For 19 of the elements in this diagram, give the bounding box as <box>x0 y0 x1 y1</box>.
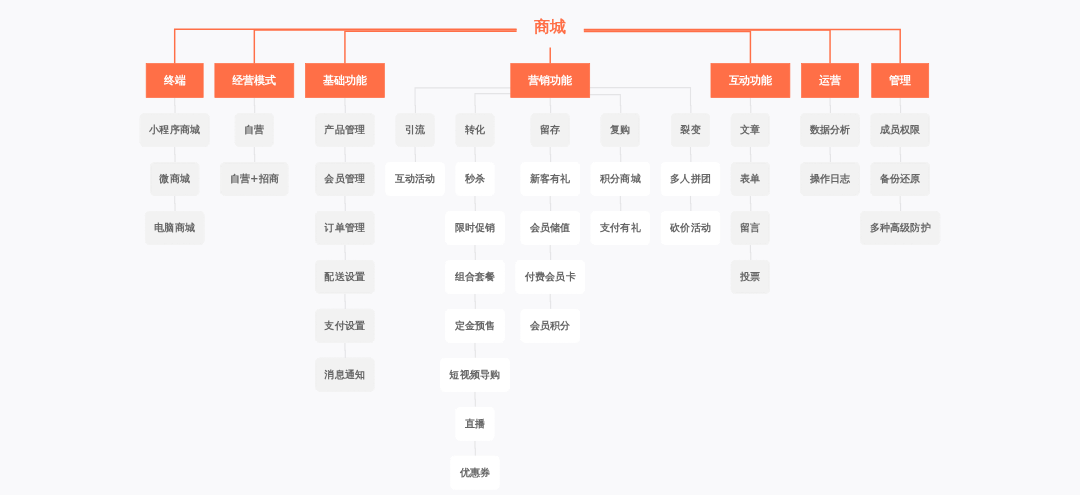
connector <box>583 29 831 65</box>
node-box: 互动功能 <box>710 63 791 98</box>
connector <box>344 30 518 65</box>
connector <box>253 29 518 65</box>
node-box: 终端 <box>145 63 204 98</box>
node-text: 商城 <box>534 17 567 36</box>
node-box: 基础功能 <box>305 63 385 98</box>
node-box: 经营模式 <box>214 63 295 98</box>
connector <box>583 28 901 65</box>
connector <box>474 93 512 115</box>
connector <box>549 46 551 65</box>
connector <box>589 94 622 115</box>
node-box: 运营 <box>801 63 859 98</box>
connector <box>414 87 512 115</box>
connector <box>583 30 752 65</box>
node-box: 营销功能 <box>510 63 591 98</box>
node-box: 管理 <box>871 63 930 98</box>
connector <box>589 87 692 115</box>
connector <box>173 28 518 65</box>
